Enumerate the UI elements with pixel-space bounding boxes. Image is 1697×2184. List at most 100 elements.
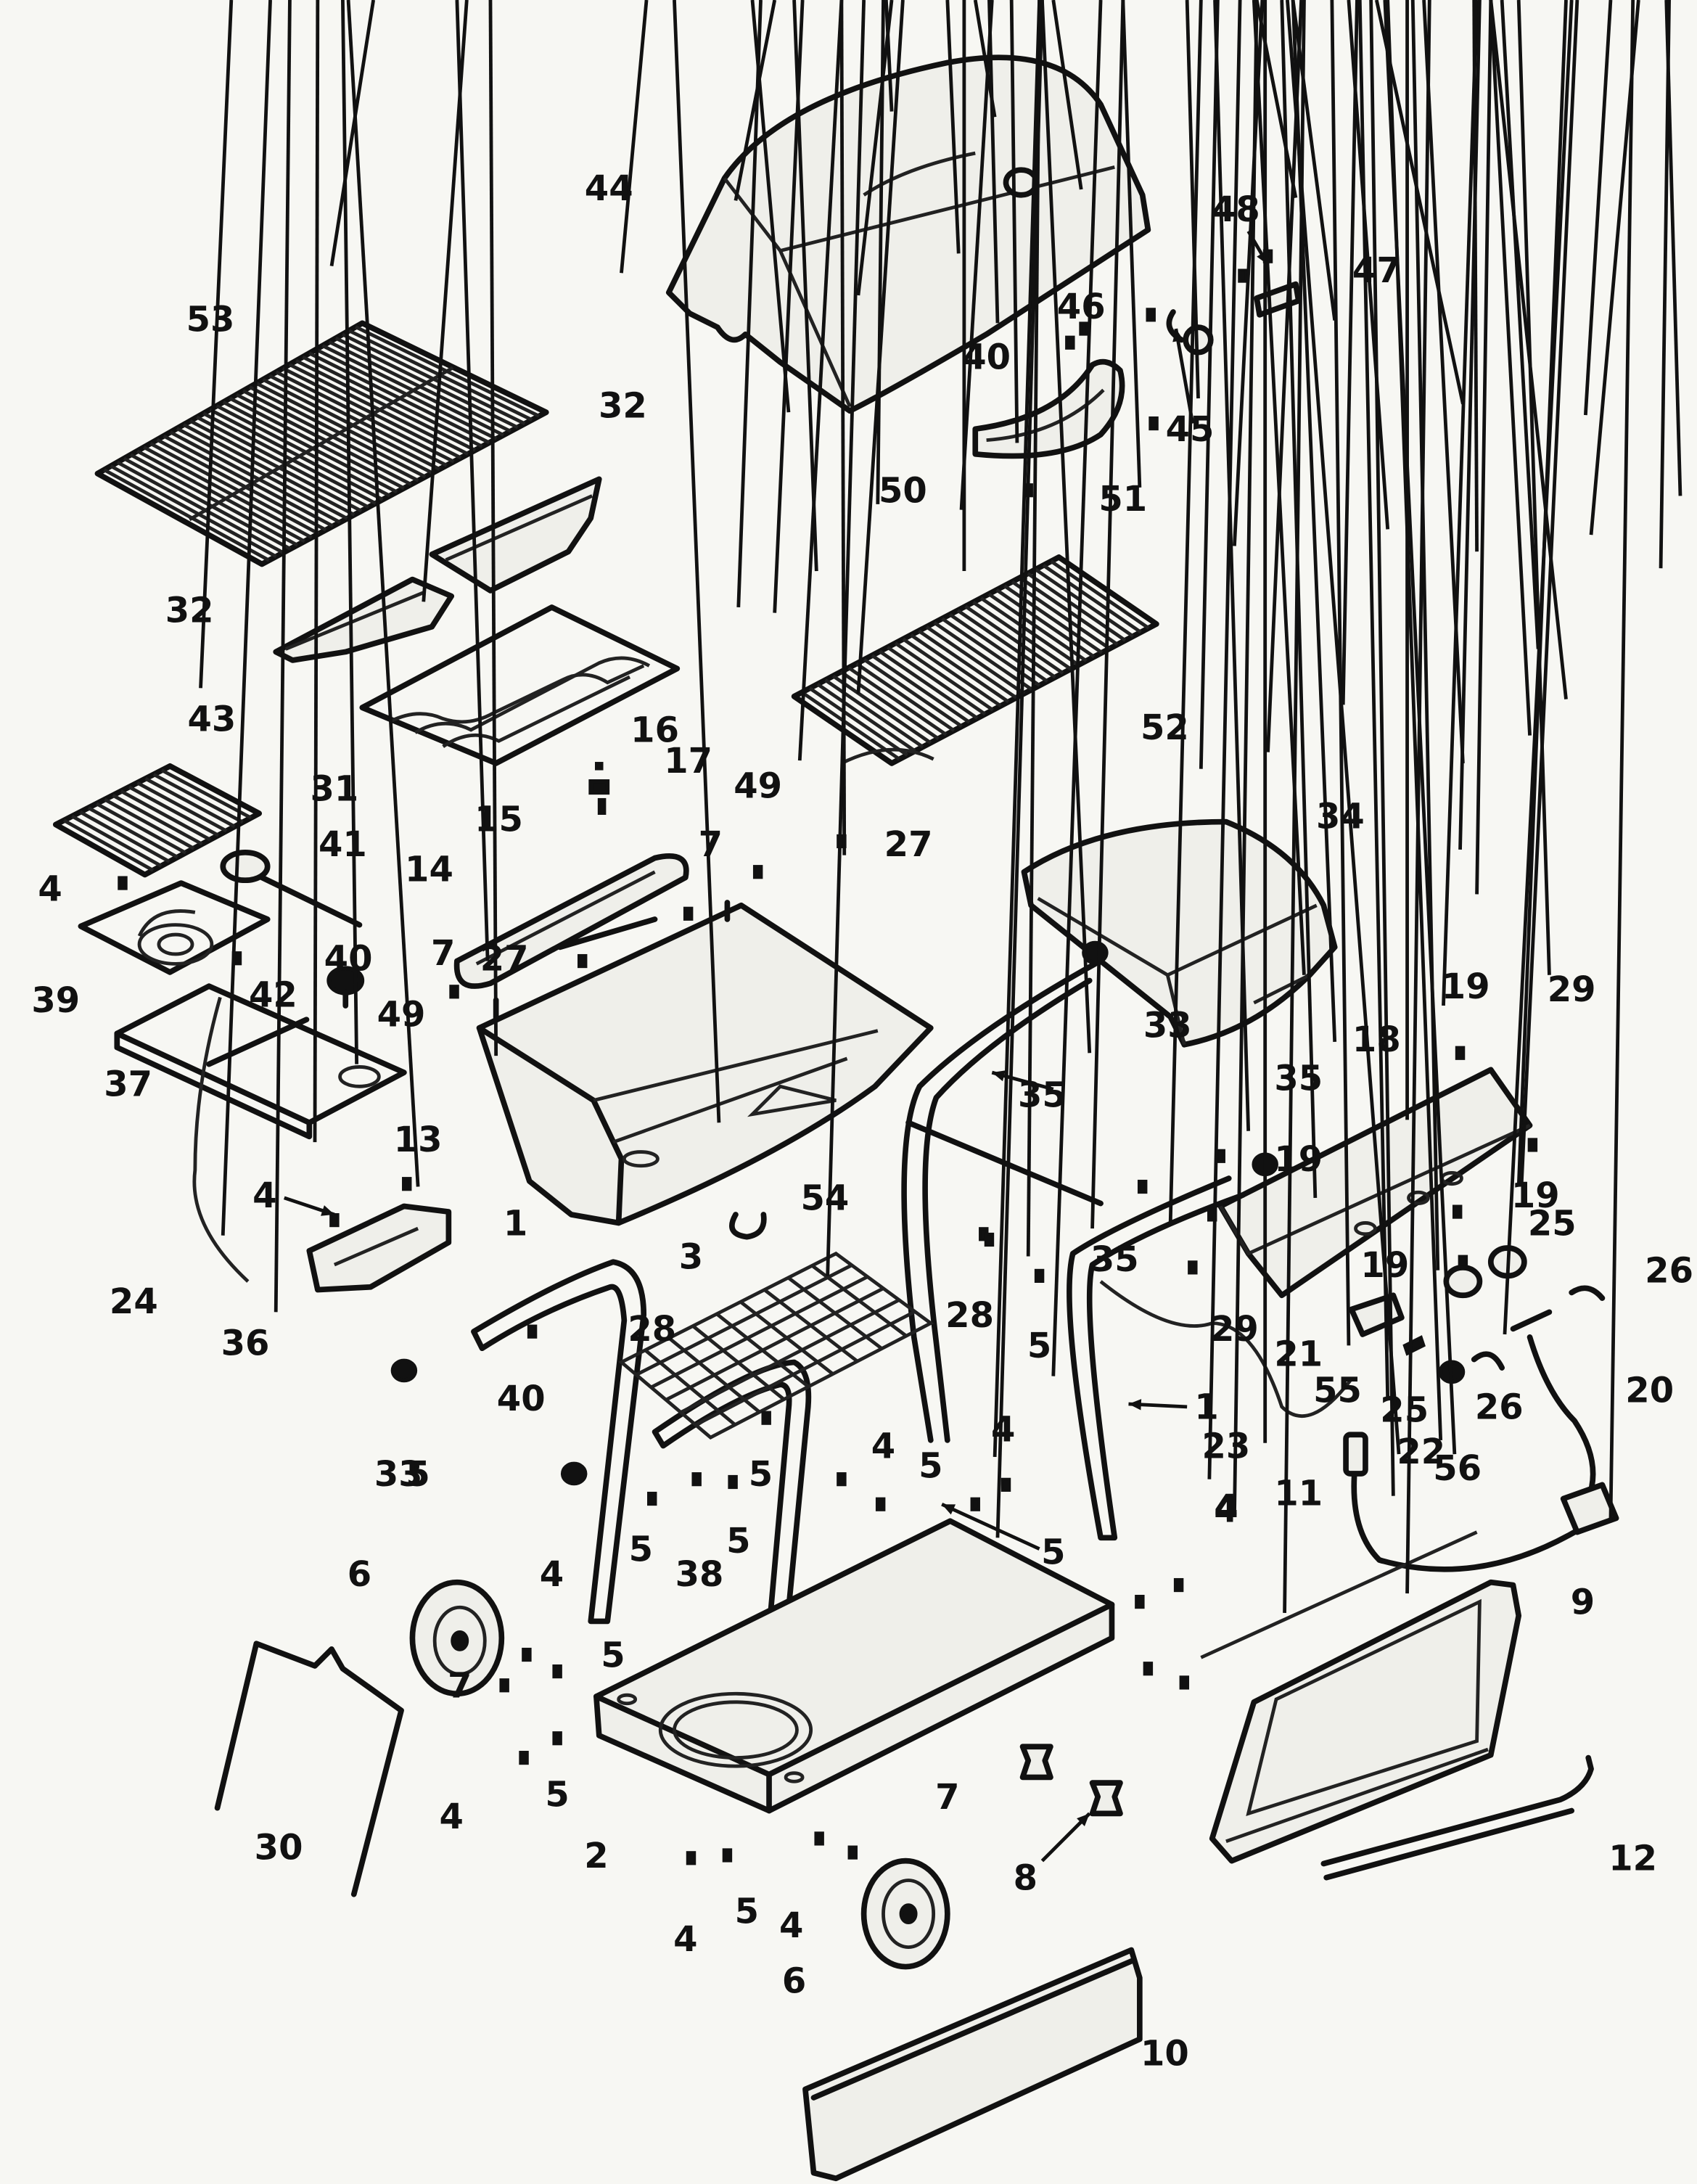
callout-label: 7	[935, 1777, 959, 1818]
part-wheel-left	[409, 1579, 505, 1697]
callout-label: 27	[884, 824, 933, 865]
callout-leader-line	[750, 0, 791, 413]
callout-label: 5	[1041, 1532, 1065, 1572]
callout-label: 6	[782, 1961, 806, 2002]
callout-5: 5	[941, 0, 1551, 1572]
callout-13: 13	[394, 0, 1142, 1160]
callout-label: 28	[945, 1295, 994, 1336]
callout-25: 25	[1233, 0, 1577, 1516]
callout-7: 7	[448, 0, 1682, 1707]
callout-label: 33	[374, 1454, 423, 1495]
callout-leader-line	[221, 0, 272, 1236]
callout-leader-line	[1369, 0, 1395, 1496]
part-cooking-grate	[94, 320, 549, 567]
callout-5: 5	[919, 0, 1493, 1486]
callout-54: 54	[800, 0, 1220, 1219]
callout-label: 26	[1645, 1251, 1693, 1292]
callout-44: 44	[199, 0, 633, 689]
callout-leader-line	[792, 0, 818, 572]
callout-7: 7	[935, 1777, 959, 1818]
callout-46: 46	[313, 0, 1106, 1143]
callout-leader-line	[329, 0, 376, 267]
callout-label: 4	[540, 1554, 564, 1595]
part-firebox	[476, 900, 934, 1226]
part-ignitor-cord	[1200, 1432, 1478, 1659]
part-bottom-shelf	[618, 1251, 934, 1440]
callout-leader-line	[1199, 0, 1220, 769]
callout-label: 36	[221, 1323, 270, 1363]
callout-label: 1	[504, 1203, 527, 1244]
callout-leader-line	[1374, 0, 1465, 405]
callout-37: 37	[104, 0, 1083, 1104]
callout-label: 13	[394, 1120, 443, 1160]
callout-7: 7	[431, 0, 994, 974]
callout-32: 32	[165, 0, 649, 631]
callout-17: 17	[664, 0, 805, 781]
callout-4: 4	[38, 0, 894, 910]
callout-label: 56	[1433, 1448, 1482, 1489]
part-regulator-hose	[1351, 1309, 1619, 1572]
callout-55: 55	[1313, 0, 1390, 1411]
callout-label: 29	[1210, 1309, 1259, 1350]
callout-leader-line	[1051, 0, 1083, 190]
callout-label: 49	[377, 994, 426, 1035]
callout-label: 22	[1397, 1432, 1445, 1472]
callout-7: 7	[699, 0, 905, 865]
callout-35: 35	[1090, 0, 1323, 1229]
callout-leader-line	[993, 0, 1041, 1458]
callout-label: 23	[1202, 1426, 1251, 1466]
callout-leader-line	[199, 0, 234, 689]
callout-9: 9	[1571, 0, 1635, 1622]
callout-leader-line	[876, 0, 885, 504]
callout-leader-line	[346, 0, 420, 1187]
callout-label: 50	[879, 471, 927, 512]
callout-label: 25	[1380, 1390, 1429, 1431]
callout-leader-line	[736, 0, 763, 608]
callout-leader-line	[1608, 0, 1635, 1522]
part-hook	[729, 1212, 767, 1240]
callout-leader-line	[856, 0, 894, 296]
callout-label: 7	[431, 933, 455, 974]
callout-label: 28	[628, 1309, 676, 1350]
callout-leader-line	[313, 0, 320, 1143]
callout-6: 6	[782, 1961, 806, 2002]
callout-51: 51	[488, 0, 1147, 1056]
callout-leader-line	[1233, 0, 1259, 1516]
callout-leader-line	[1254, 0, 1298, 199]
callout-leader-line	[1286, 0, 1401, 1455]
callout-leader-line	[1589, 0, 1640, 535]
callout-leader-line	[941, 1503, 1040, 1551]
callout-49: 49	[377, 0, 1019, 1035]
callout-4: 4	[673, 1919, 697, 1960]
callout-24: 24	[110, 0, 1298, 1322]
callout-29: 29	[1210, 0, 1318, 1350]
callout-leader-line	[488, 0, 498, 1056]
callout-label: 4	[871, 1426, 895, 1466]
callout-18: 18	[1051, 0, 1401, 1376]
callout-25: 25	[1286, 0, 1429, 1455]
callout-19: 19	[1207, 0, 1560, 1479]
callout-29: 29	[995, 0, 1596, 1538]
callout-41: 41	[319, 0, 894, 865]
callout-4: 4	[1214, 0, 1568, 1528]
callout-label: 38	[675, 1554, 724, 1595]
callout-5: 5	[629, 0, 1540, 1569]
callout-label: 16	[630, 710, 679, 751]
callout-42: 42	[249, 0, 1000, 1015]
callout-label: 5	[749, 1454, 773, 1495]
callout-5: 5	[406, 0, 1479, 1495]
callout-leader-line	[1489, 0, 1532, 736]
callout-label: 5	[726, 1521, 750, 1561]
callout-leader-line	[1664, 0, 1682, 496]
callout-16: 16	[630, 0, 763, 751]
callout-label: 29	[1548, 969, 1596, 1010]
callout-leader-line	[1207, 0, 1242, 1479]
arrowhead-icon	[1077, 1813, 1090, 1827]
callout-leader-line	[1051, 0, 1103, 1376]
callout-leader-line	[274, 0, 292, 1313]
callout-label: 3	[679, 1236, 703, 1277]
callout-label: 5	[545, 1774, 569, 1815]
callout-label: 2	[584, 1836, 608, 1876]
part-front-panel	[802, 1947, 1143, 2182]
